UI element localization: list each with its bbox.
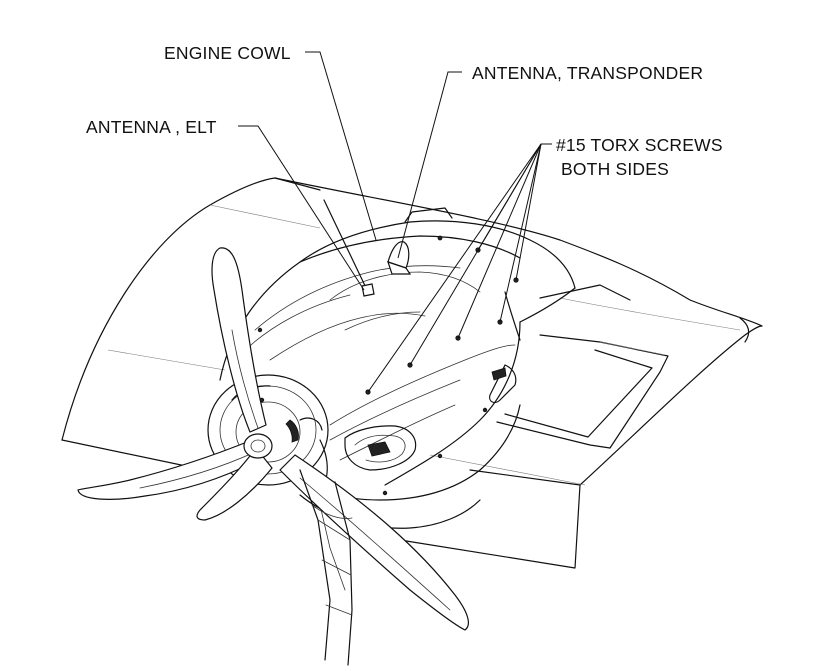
torx-screws-sides-label: BOTH SIDES [561,159,669,179]
fuselage-skin [61,177,763,569]
antenna-transponder-label: ANTENNA, TRANSPONDER [472,63,703,83]
engine-cowl-label: ENGINE COWL [164,43,291,63]
elt-antenna [323,199,375,297]
nose-gear-strut [299,469,353,666]
propeller [77,247,469,631]
antenna-elt-label: ANTENNA , ELT [86,117,217,137]
leader-lines [238,51,552,393]
engine-cowl [219,207,576,591]
transponder-antenna [387,241,412,275]
torx-screws-label: #15 TORX SCREWS [556,135,723,155]
